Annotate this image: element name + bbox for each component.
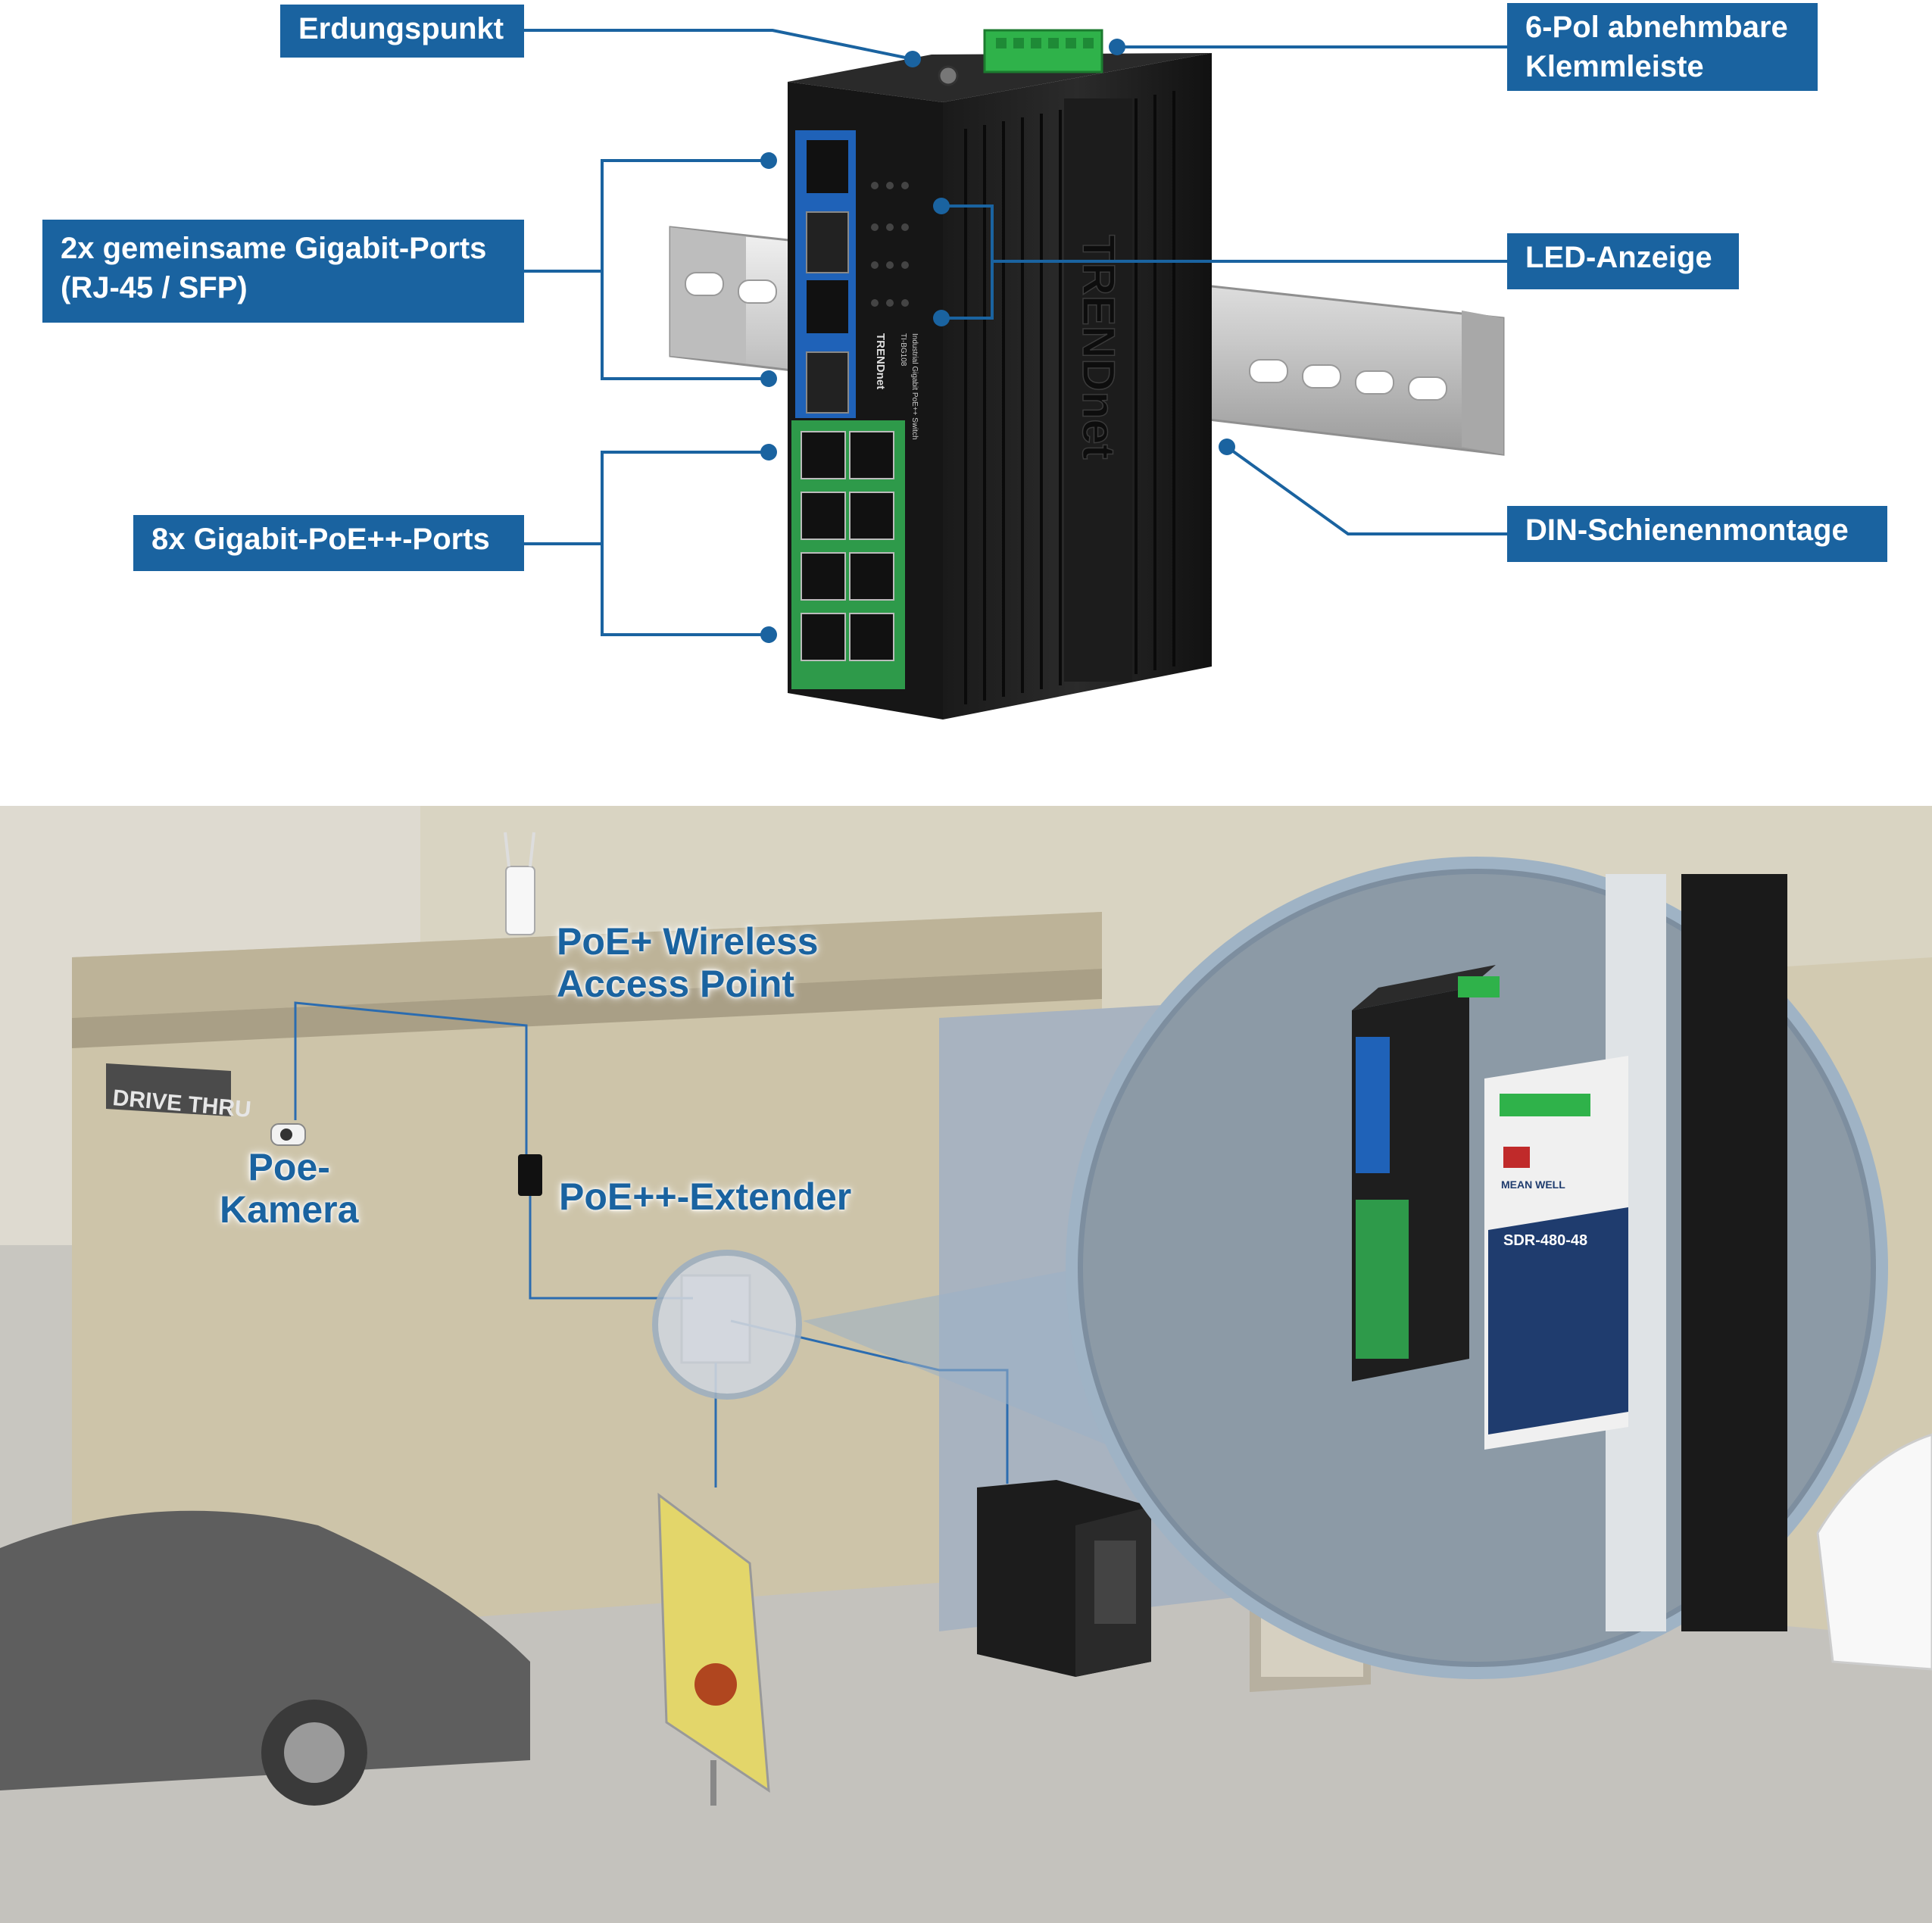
callout-led-anzeige: LED-Anzeige (1507, 233, 1739, 289)
callout-gigabit-ports-line2: (RJ-45 / SFP) (61, 271, 248, 304)
menu-board (657, 1492, 770, 1806)
callout-poe-ports: 8x Gigabit-PoE++-Ports (133, 515, 524, 571)
access-point-icon (504, 832, 535, 935)
car-right (1816, 1433, 1932, 1671)
label-extender-text: PoE++-Extender (559, 1175, 852, 1218)
callout-din-montage-text: DIN-Schienenmontage (1525, 514, 1849, 547)
magnifier-callout: MEAN WELL SDR-480-48 (652, 857, 1888, 1679)
front-model-title: Industrial Gigabit PoE++ Switch (910, 333, 919, 440)
callout-klemmleiste-line1: 6-Pol abnehmbare (1525, 11, 1788, 44)
label-wireless-ap-line1: PoE+ Wireless (557, 920, 819, 963)
front-brand-logo: TRENDnet (874, 333, 887, 389)
leader-lines (523, 29, 1507, 636)
front-model-number: TI-BG108 (899, 333, 907, 367)
callout-din-montage: DIN-Schienenmontage (1507, 506, 1887, 562)
label-extender: PoE++-Extender (559, 1175, 851, 1218)
callout-gigabit-ports-line1: 2x gemeinsame Gigabit-Ports (61, 232, 487, 265)
camera-icon (270, 1123, 306, 1146)
deployment-scene: DRIVE THRU (0, 806, 1932, 1923)
callout-erdungspunkt: Erdungspunkt (280, 5, 524, 58)
callout-klemmleiste-line2: Klemmleiste (1525, 50, 1704, 83)
callout-erdungspunkt-text: Erdungspunkt (298, 12, 504, 45)
callout-led-anzeige-text: LED-Anzeige (1525, 241, 1712, 274)
label-wireless-ap: PoE+ Wireless Access Point (557, 920, 819, 1005)
callout-gigabit-ports: 2x gemeinsame Gigabit-Ports (RJ-45 / SFP… (42, 220, 524, 323)
psu-brand-text: MEAN WELL (1501, 1178, 1565, 1191)
label-camera-line1: Poe- (248, 1146, 330, 1188)
callout-poe-ports-text: 8x Gigabit-PoE++-Ports (151, 523, 490, 556)
label-wireless-ap-line2: Access Point (557, 963, 795, 1005)
terminal-block (983, 29, 1103, 73)
leader-dots (760, 39, 1235, 643)
label-camera: Poe- Kamera (220, 1146, 358, 1231)
extender-icon (518, 1154, 542, 1196)
psu-model-text: SDR-480-48 (1503, 1232, 1587, 1249)
side-brand-logo: TRENDnet (1073, 235, 1124, 460)
car-left (0, 1510, 530, 1806)
ground-screw (938, 65, 959, 86)
callout-klemmleiste: 6-Pol abnehmbare Klemmleiste (1507, 3, 1818, 91)
product-diagram: TRENDnet TRENDnet Industrial Gigabit PoE… (523, 29, 1507, 720)
server-cabinet (977, 1480, 1151, 1677)
label-camera-line2: Kamera (220, 1188, 359, 1231)
switch-body (788, 29, 1212, 720)
